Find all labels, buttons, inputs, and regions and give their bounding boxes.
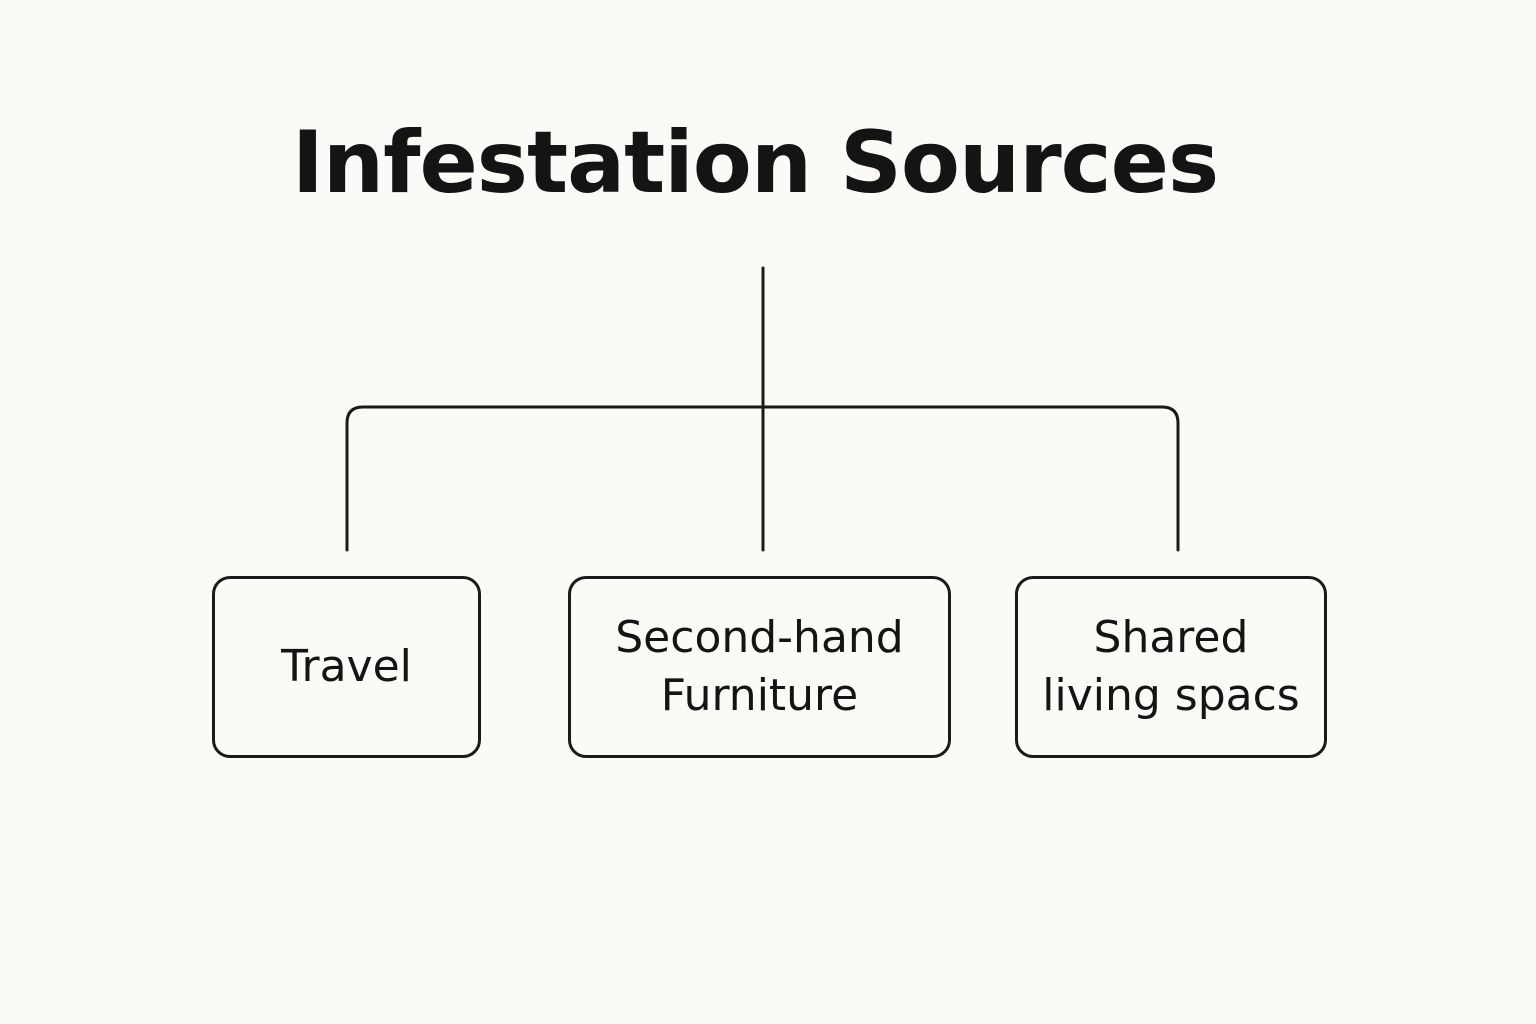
- node-travel-label: Travel: [281, 641, 412, 692]
- node-shared-living-spaces-label: Shared living spacs: [1042, 612, 1300, 721]
- diagram-title: Infestation Sources: [291, 113, 1219, 213]
- node-travel: Travel: [212, 576, 481, 758]
- node-second-hand-furniture-label: Second-hand Furniture: [615, 612, 904, 721]
- connector-branch-bar: [345, 405, 1180, 552]
- node-shared-living-spaces: Shared living spacs: [1015, 576, 1327, 758]
- node-second-hand-furniture: Second-hand Furniture: [568, 576, 951, 758]
